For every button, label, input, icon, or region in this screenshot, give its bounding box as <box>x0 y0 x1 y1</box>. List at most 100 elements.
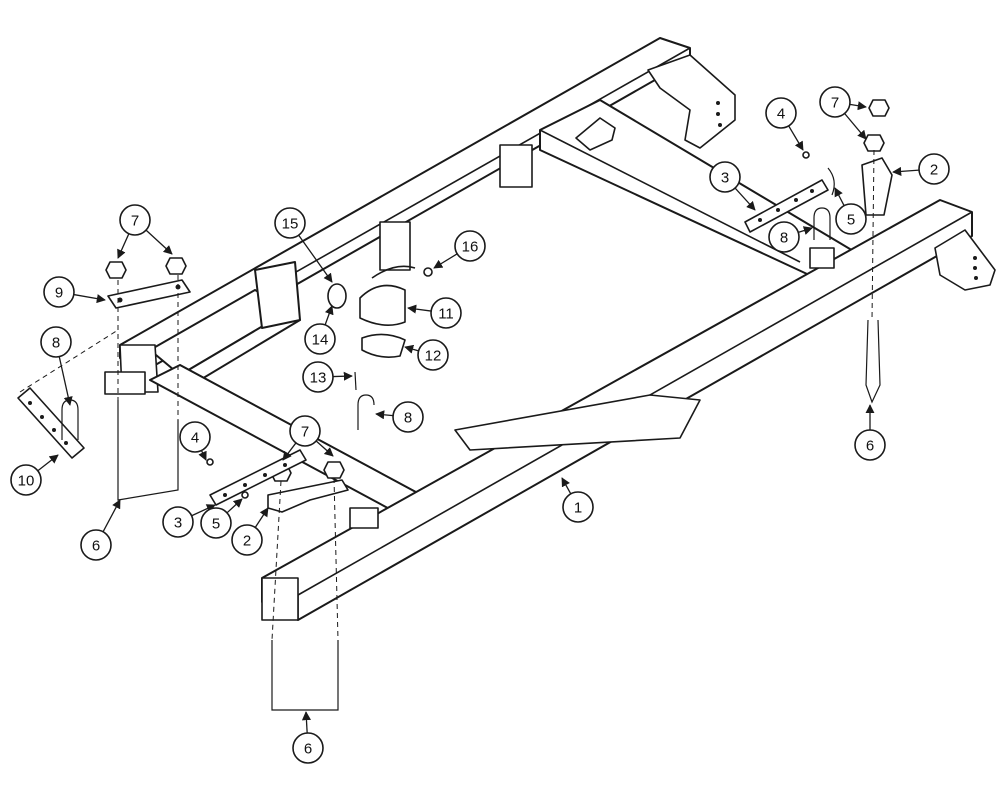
callout-number: 13 <box>310 370 327 387</box>
callout-12: 12 <box>404 339 449 371</box>
strap-plate <box>107 279 191 309</box>
callout-8: 8 <box>768 221 813 253</box>
callout-number: 2 <box>243 533 251 550</box>
callout-leader <box>73 293 106 304</box>
callout-leader <box>734 187 756 211</box>
callout-number: 1 <box>574 500 582 517</box>
callout-circle <box>417 339 449 371</box>
callout-circle <box>854 429 886 461</box>
callout-leader <box>315 440 334 457</box>
callout-leader <box>834 187 845 206</box>
callout-number: 3 <box>721 170 729 187</box>
frame-weldment <box>104 37 996 621</box>
callout-number: 6 <box>304 741 312 758</box>
callout-circle <box>430 297 462 329</box>
callout-circle <box>231 524 263 556</box>
callout-circle <box>765 97 797 129</box>
left-end-cap <box>104 344 159 395</box>
spring-clip-upper <box>827 167 835 196</box>
callout-circle <box>918 153 950 185</box>
right-end-bracket <box>934 229 996 291</box>
callout-circle <box>274 207 306 239</box>
callout-4: 4 <box>765 97 804 151</box>
callout-circle <box>80 529 112 561</box>
callout-8: 8 <box>40 326 73 406</box>
callout-7: 7 <box>117 204 173 259</box>
callout-leader <box>798 226 813 235</box>
callout-number: 4 <box>777 106 785 123</box>
callout-6: 6 <box>80 499 121 561</box>
hitch-pin-right <box>813 207 831 240</box>
callout-circle <box>289 415 321 447</box>
callout-number: 3 <box>174 515 182 532</box>
callout-leader <box>849 101 867 111</box>
callout-leader <box>788 125 804 151</box>
adjuster-bar-upper <box>744 179 829 233</box>
center-tongue <box>454 394 701 451</box>
callout-circle <box>302 361 334 393</box>
callout-circle <box>835 203 867 235</box>
center-mount-plate <box>379 221 411 271</box>
callout-circle <box>179 421 211 453</box>
callout-circle <box>162 506 194 538</box>
callout-2: 2 <box>892 153 950 185</box>
callout-6: 6 <box>854 404 886 461</box>
callout-6: 6 <box>292 711 324 764</box>
callout-leader <box>301 711 311 734</box>
callout-leader <box>191 504 216 517</box>
right-clip <box>809 247 835 269</box>
hose-loop <box>371 265 416 279</box>
callout-number: 6 <box>92 538 100 555</box>
callout-circle <box>40 326 72 358</box>
callout-8: 8 <box>375 401 424 433</box>
callout-leader <box>404 344 419 354</box>
callout-16: 16 <box>433 230 486 269</box>
u-bolt-front <box>271 640 339 711</box>
callout-number: 4 <box>191 430 199 447</box>
u-bolt-right <box>865 319 881 404</box>
callout-leader <box>298 234 333 283</box>
callout-number: 5 <box>847 212 855 229</box>
callout-number: 5 <box>212 516 220 533</box>
callout-1: 1 <box>561 477 594 523</box>
callout-leader <box>58 356 73 406</box>
callout-7: 7 <box>819 86 867 140</box>
mount-bracket-lower <box>267 479 349 513</box>
callout-circle <box>768 221 800 253</box>
hitch-pin-center <box>357 394 375 430</box>
callout-circle <box>454 230 486 262</box>
callout-7: 7 <box>282 415 334 461</box>
callout-number: 8 <box>52 335 60 352</box>
callout-number: 7 <box>131 213 139 230</box>
callout-leader <box>324 305 334 326</box>
callout-leader <box>102 499 121 533</box>
rear-hitch-bracket <box>647 54 736 149</box>
clamp-lower-half <box>361 333 406 358</box>
callout-number: 12 <box>425 348 442 365</box>
callout-13: 13 <box>302 361 353 393</box>
callout-leader <box>332 371 353 381</box>
callout-number: 7 <box>831 95 839 112</box>
callout-circle <box>119 204 151 236</box>
fitting <box>423 267 433 277</box>
bolt-upper <box>802 151 810 159</box>
callout-number: 8 <box>404 410 412 427</box>
rear-lug <box>575 117 616 151</box>
callout-number: 16 <box>462 239 479 256</box>
callout-number: 10 <box>18 473 35 490</box>
lower-clip <box>349 507 379 529</box>
upper-clip <box>499 144 533 188</box>
cotter-pin <box>354 371 357 391</box>
callout-leader <box>117 233 130 259</box>
callout-leader <box>433 253 458 269</box>
washer-lower <box>241 491 249 499</box>
callout-circle <box>43 276 75 308</box>
callout-number: 9 <box>55 285 63 302</box>
callout-leader <box>37 454 59 472</box>
callout-3: 3 <box>709 161 756 211</box>
adjuster-bar-left <box>17 387 85 459</box>
bolt-lower <box>206 458 214 466</box>
callout-5: 5 <box>200 498 243 539</box>
callout-circle <box>292 732 324 764</box>
adjuster-bar-lower <box>209 449 307 506</box>
